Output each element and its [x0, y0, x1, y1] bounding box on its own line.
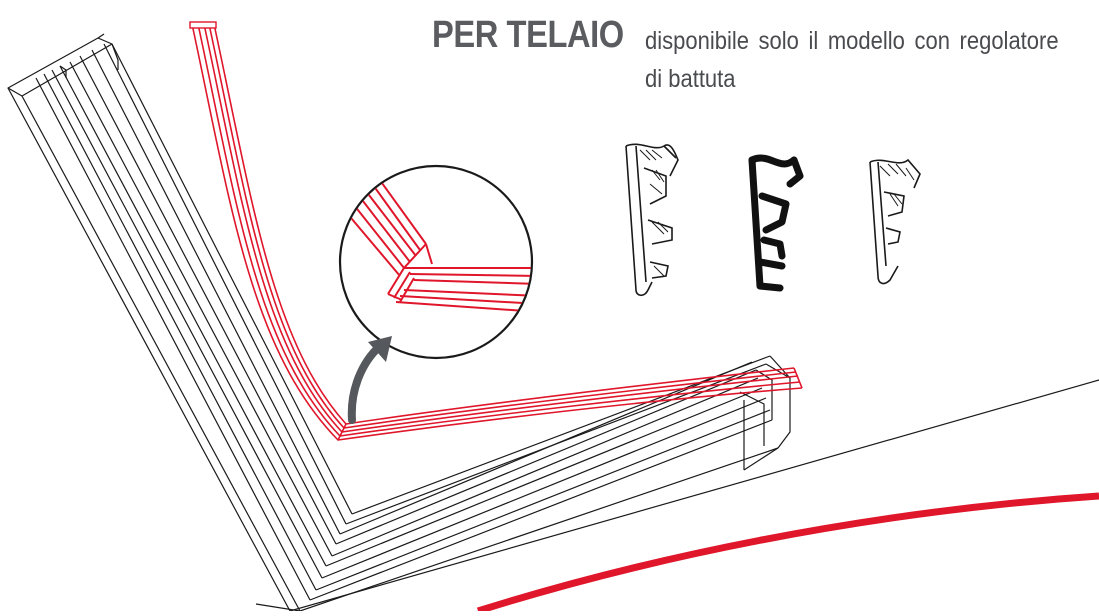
section-heading: PER TELAIO disponibile solo il modello c…: [432, 16, 1099, 98]
gasket-top-end: [189, 21, 217, 29]
red-gasket: [191, 23, 803, 441]
gasket-profile-light: [869, 158, 921, 285]
gasket-profile-solid: [748, 154, 804, 292]
curved-arrow-icon: [347, 336, 392, 424]
heading-description: disponibile solo il modello con regolato…: [645, 27, 1059, 93]
decorative-swoosh: [476, 492, 1099, 615]
heading-title: PER TELAIO: [432, 14, 624, 56]
window-frame-corner: [7, 33, 1099, 612]
corner-detail-magnifier: [338, 164, 534, 360]
gasket-profile-outline: [625, 143, 679, 297]
